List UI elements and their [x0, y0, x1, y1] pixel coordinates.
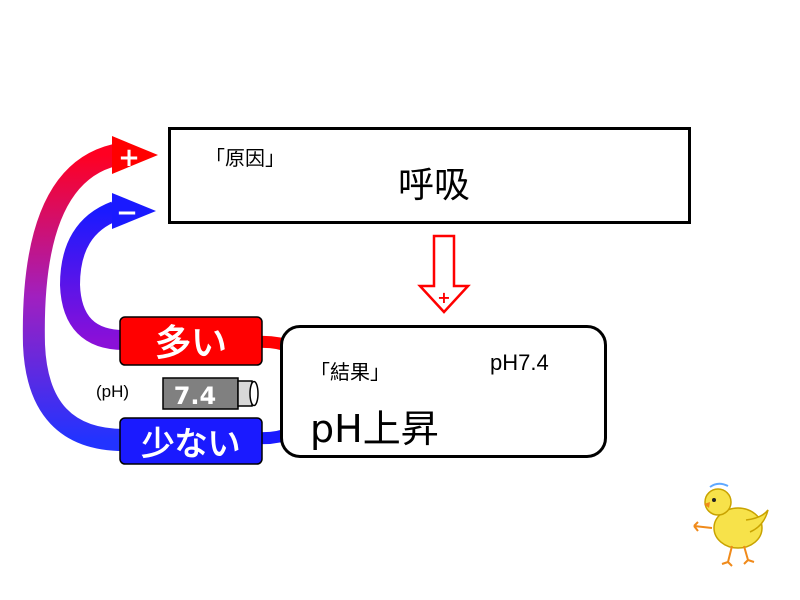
minus-sign: −	[116, 198, 138, 228]
result-label: 「結果」	[310, 360, 390, 384]
outer-feedback-loop	[22, 144, 125, 451]
result-box	[280, 325, 607, 458]
high-badge	[119, 316, 263, 366]
plus-sign: +	[118, 143, 140, 173]
effect-down-arrow	[417, 234, 471, 314]
cause-box	[168, 127, 691, 224]
low-badge	[119, 417, 263, 465]
cause-label: 「原因」	[205, 146, 285, 170]
plus-arrowhead	[112, 136, 158, 174]
cause-title: 呼吸	[398, 165, 471, 206]
result-title: pH上昇	[310, 407, 439, 451]
low-label: 少ない	[142, 424, 241, 463]
ph-gauge-cap	[249, 380, 259, 407]
ph-unit-label: (pH)	[96, 382, 130, 401]
effect-sign: +	[437, 288, 450, 307]
chick-illustration-icon	[693, 482, 769, 567]
inner-feedback-loop	[59, 201, 125, 350]
high-label: 多い	[155, 323, 227, 364]
result-ph-value: pH7.4	[490, 350, 549, 375]
ph-gauge-value: 7.4	[174, 382, 217, 410]
minus-arrowhead	[112, 193, 156, 229]
